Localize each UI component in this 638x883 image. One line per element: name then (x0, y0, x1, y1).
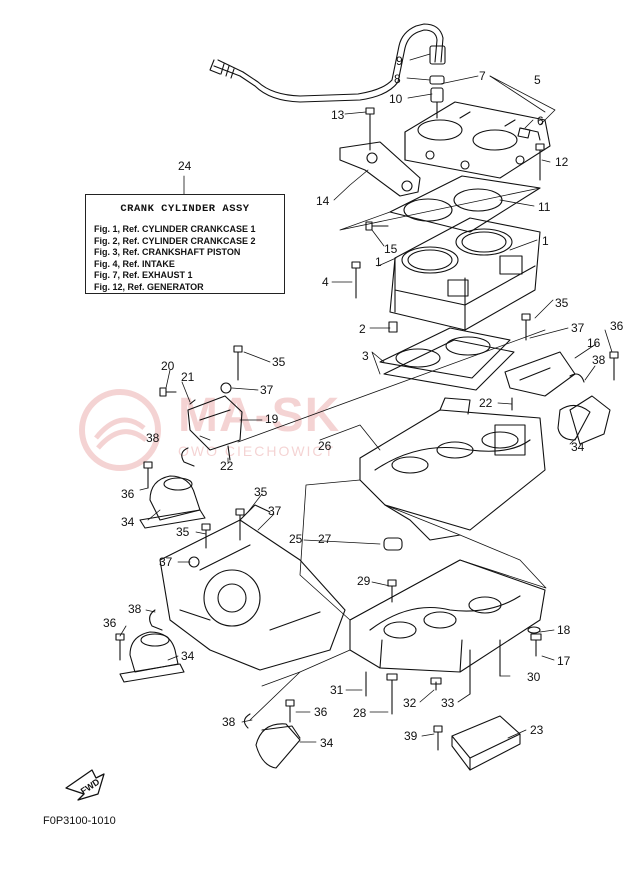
callout-18: 18 (557, 623, 571, 637)
callout-29: 29 (357, 574, 371, 588)
callout-38c: 38 (128, 602, 142, 616)
engine-mount-bottom (255, 723, 301, 769)
callout-1a: 1 (542, 234, 549, 248)
callout-37d: 37 (159, 555, 173, 569)
watermark-subtext: OWO CIECHOWICT (178, 443, 336, 459)
bushing (383, 537, 403, 551)
callout-23: 23 (530, 723, 544, 737)
callout-12: 12 (555, 155, 569, 169)
cover-plate (433, 715, 521, 771)
callout-22b: 22 (220, 459, 234, 473)
base-gaskets (379, 327, 515, 391)
callout-39: 39 (404, 729, 418, 743)
watermark-text: MA-SK (178, 389, 341, 442)
callout-24: 24 (178, 159, 192, 173)
upper-crankcase (359, 397, 546, 541)
watermark-logo (79, 389, 161, 471)
callout-2: 2 (359, 322, 366, 336)
cylinder-block (389, 217, 541, 331)
callout-1b: 1 (375, 255, 382, 269)
crankcase-bolts (365, 579, 542, 715)
assembly-reference: Fig. 1, Ref. CYLINDER CRANKCASE 1 (94, 224, 256, 234)
callout-15: 15 (384, 242, 398, 256)
callout-37c: 37 (268, 504, 282, 518)
callout-35c: 35 (254, 485, 268, 499)
callout-9: 9 (396, 54, 403, 68)
assembly-info-box: CRANK CYLINDER ASSY Fig. 1, Ref. CYLINDE… (85, 194, 285, 294)
callout-38d: 38 (222, 715, 236, 729)
callout-36d: 36 (314, 705, 328, 719)
callout-35b: 35 (272, 355, 286, 369)
callout-7: 7 (479, 69, 486, 83)
hose-fittings (429, 75, 445, 119)
engine-mount-mid-left (119, 631, 185, 683)
magneto-housing (159, 504, 346, 671)
cylinder-head-cover (404, 101, 551, 179)
assembly-reference: Fig. 7, Ref. EXHAUST 1 (94, 270, 193, 280)
leader-lines (119, 53, 613, 743)
engine-mount-right (557, 395, 611, 445)
callout-34a: 34 (571, 440, 585, 454)
engine-mount-left (139, 475, 206, 529)
callout-5: 5 (534, 73, 541, 87)
mount-fasteners (115, 313, 619, 723)
callout-20: 20 (161, 359, 175, 373)
bolts-upper (365, 107, 545, 181)
callout-19: 19 (265, 412, 279, 426)
callout-8: 8 (394, 72, 401, 86)
callout-16: 16 (587, 336, 601, 350)
assembly-reference: Fig. 2, Ref. CYLINDER CRANKCASE 2 (94, 235, 256, 246)
callout-22a: 22 (479, 396, 493, 410)
callout-28: 28 (353, 706, 367, 720)
assembly-reference: Fig. 4, Ref. INTAKE (94, 258, 175, 269)
retaining-clips (149, 373, 585, 729)
callout-36b: 36 (121, 487, 135, 501)
callout-34b: 34 (121, 515, 135, 529)
water-hose (209, 23, 446, 103)
assembly-reference-list: Fig. 1, Ref. CYLINDER CRANKCASE 1 Fig. 2… (94, 224, 256, 293)
cylinder-fasteners (351, 221, 398, 333)
callout-34c: 34 (181, 649, 195, 663)
assembly-reference: Fig. 12, Ref. GENERATOR (94, 281, 204, 292)
callout-27: 27 (318, 532, 332, 546)
callout-10: 10 (389, 92, 403, 106)
callout-6: 6 (537, 114, 544, 128)
callout-32: 32 (403, 696, 417, 710)
figure-code: F0P3100-1010 (43, 815, 116, 827)
callout-11: 11 (538, 200, 551, 214)
watermark: MA-SK OWO CIECHOWICT (78, 388, 578, 473)
engine-mount-upper-left (187, 395, 243, 451)
callout-17: 17 (557, 654, 571, 668)
callout-30: 30 (527, 670, 541, 684)
callout-34d: 34 (320, 736, 334, 750)
lower-crankcase (349, 559, 546, 673)
callout-36c: 36 (103, 616, 117, 630)
callout-38b: 38 (146, 431, 160, 445)
mount-bracket-right (504, 351, 576, 397)
callout-3: 3 (362, 349, 369, 363)
callout-14: 14 (316, 194, 330, 208)
callout-35a: 35 (555, 296, 569, 310)
callout-31: 31 (330, 683, 344, 697)
callout-25: 25 (289, 532, 303, 546)
callout-37b: 37 (260, 383, 274, 397)
callout-21: 21 (181, 370, 195, 384)
callout-26: 26 (318, 439, 332, 453)
bracket (339, 141, 421, 197)
assembly-reference: Fig. 3, Ref. CRANKSHAFT PISTON (94, 247, 241, 257)
callout-35d: 35 (176, 525, 190, 539)
callout-4: 4 (322, 275, 329, 289)
callout-36a: 36 (610, 319, 624, 333)
callout-33: 33 (441, 696, 455, 710)
assembly-title: CRANK CYLINDER ASSY (120, 203, 250, 215)
fwd-arrow-icon (65, 769, 105, 801)
callout-13: 13 (331, 108, 345, 122)
callout-37a: 37 (571, 321, 585, 335)
callout-38a: 38 (592, 353, 606, 367)
